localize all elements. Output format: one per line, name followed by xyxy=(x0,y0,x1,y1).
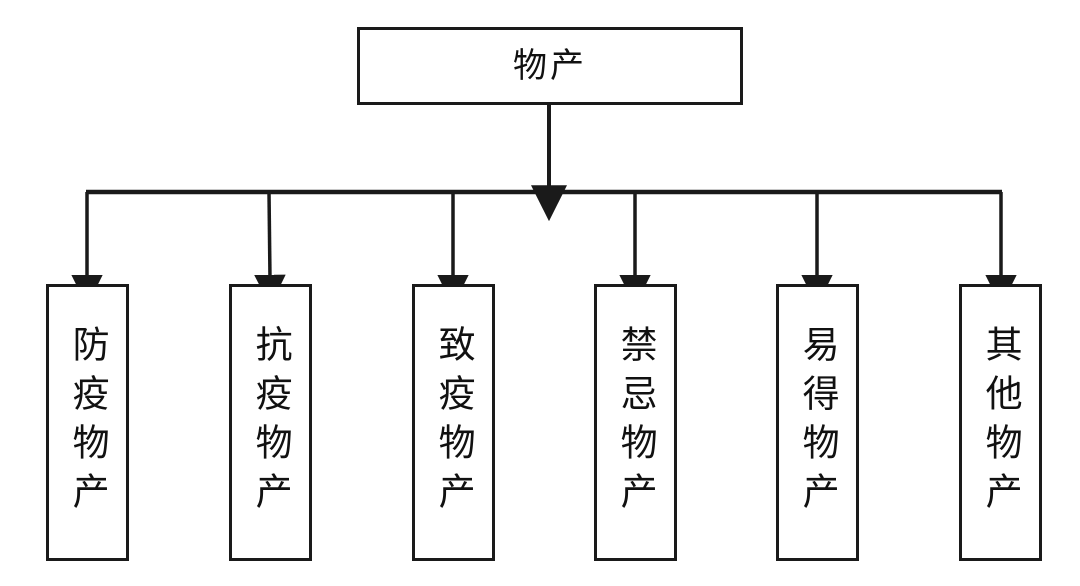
node-root[interactable]: 物产 xyxy=(357,27,743,105)
node-child-4-label: 禁忌物产 xyxy=(614,324,658,521)
node-child-1[interactable]: 防疫物产 xyxy=(46,284,129,561)
connector-drop-2 xyxy=(254,191,286,307)
node-child-3[interactable]: 致疫物产 xyxy=(412,284,495,561)
node-child-3-label: 致疫物产 xyxy=(432,324,476,521)
node-child-5[interactable]: 易得物产 xyxy=(776,284,859,561)
node-root-label: 物产 xyxy=(513,46,587,86)
node-child-4[interactable]: 禁忌物产 xyxy=(594,284,677,561)
node-child-6[interactable]: 其他物产 xyxy=(959,284,1042,561)
node-child-2-label: 抗疫物产 xyxy=(249,324,293,521)
node-child-2[interactable]: 抗疫物产 xyxy=(229,284,312,561)
node-child-5-label: 易得物产 xyxy=(796,324,840,521)
node-child-6-label: 其他物产 xyxy=(979,324,1023,521)
node-child-1-label: 防疫物产 xyxy=(66,324,110,521)
